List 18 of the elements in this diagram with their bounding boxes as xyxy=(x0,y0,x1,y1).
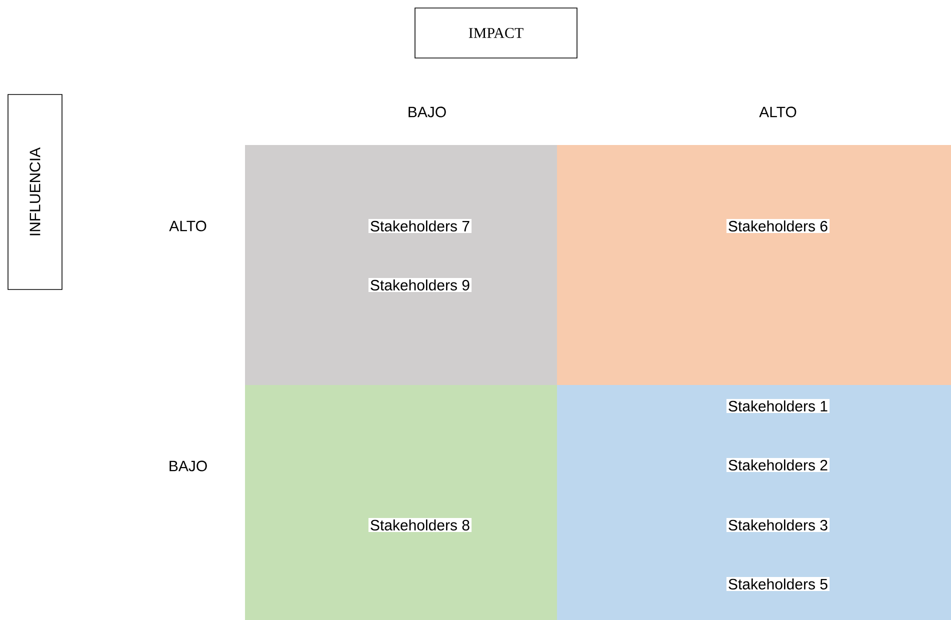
title-box: IMPACT xyxy=(414,8,578,58)
stakeholder-label: Stakeholders 1 xyxy=(726,398,830,413)
stakeholder-label: Stakeholders 7 xyxy=(368,218,472,233)
row-header: BAJO xyxy=(170,460,207,472)
column-header: ALTO xyxy=(759,106,796,118)
quadrant-area xyxy=(245,145,557,385)
stakeholder-label: Stakeholders 9 xyxy=(368,278,472,292)
column-header: BAJO xyxy=(408,106,446,118)
stakeholder-label: Stakeholders 6 xyxy=(726,218,830,233)
quadrant-area xyxy=(557,145,951,385)
stakeholder-label: Stakeholders 8 xyxy=(368,518,472,532)
row-header: ALTO xyxy=(169,220,206,232)
stakeholder-label: Stakeholders 2 xyxy=(726,458,830,472)
stakeholder-label: Stakeholders 3 xyxy=(726,518,830,532)
stakeholder-label: Stakeholders 5 xyxy=(726,576,830,591)
quadrant-area xyxy=(245,384,557,620)
axis-title-box: INFLUENCIA xyxy=(8,94,62,290)
quadrant-area xyxy=(557,384,951,620)
